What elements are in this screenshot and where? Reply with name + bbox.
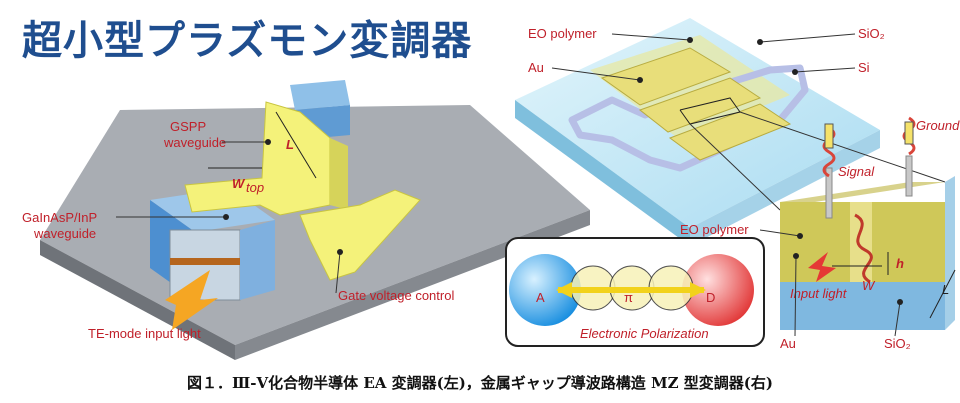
width-label: W: [232, 176, 246, 191]
sio2-bottom-dot: [897, 299, 903, 305]
gspp-label-1: GSPP: [170, 119, 206, 134]
eo-polymer-side-label: EO polymer: [680, 222, 749, 237]
si-leader: [794, 67, 856, 73]
au-bottom-dot: [793, 253, 799, 259]
gate-dot: [337, 249, 343, 255]
ground-arrow: [904, 121, 914, 145]
sio2-leader: [759, 33, 856, 43]
acceptor-label: A: [536, 290, 545, 305]
si-dot: [792, 69, 798, 75]
cross-sio2: [780, 282, 945, 330]
donor-label: D: [706, 290, 715, 305]
sio2-bottom-leader: [894, 301, 901, 337]
acceptor-sphere: [509, 254, 581, 326]
signal-label: Signal: [838, 164, 875, 179]
figure-caption: 図１．Ⅲ-Ⅴ化合物半導体 EA 変調器(左)，金属ギャップ導波路構造 MZ 型変…: [186, 374, 774, 392]
l-label: L: [942, 282, 949, 297]
gate-electrode: [299, 189, 421, 281]
au-top-label: Au: [528, 60, 544, 75]
polarization-arrowhead-right: [690, 282, 706, 298]
gspp-side: [330, 138, 348, 210]
gate-label: Gate voltage control: [338, 288, 454, 303]
pi-label: π: [624, 290, 633, 305]
input-light-arrow: [165, 270, 218, 330]
au-electrode-1: [600, 47, 732, 106]
au-bottom-leader: [794, 255, 797, 337]
substrate-front: [40, 240, 235, 360]
polarization-arrowhead-left: [556, 282, 572, 298]
eo-polymer-side-dot: [797, 233, 803, 239]
cross-top: [780, 182, 945, 202]
signal-arrow: [824, 123, 834, 149]
w-label: W: [862, 278, 876, 293]
gspp-dot: [265, 139, 271, 145]
sio2-bottom-label: SiO₂: [884, 336, 911, 351]
eo-polymer-dot: [687, 37, 693, 43]
mz-modulator-diagram: EO polymer SiO₂ Au Si Ground Signal EO p…: [505, 18, 960, 351]
far-waveguide-block: [290, 80, 350, 110]
length-dimension: [275, 111, 317, 179]
polarization-label: Electronic Polarization: [580, 326, 709, 341]
page-title: 超小型プラズモン変調器: [22, 18, 473, 64]
sio2-top-label: SiO₂: [858, 26, 885, 41]
l-dimension: [929, 269, 956, 319]
input-light-label: TE-mode input light: [88, 326, 201, 341]
sio2-slab-front: [515, 100, 690, 246]
si-label: Si: [858, 60, 870, 75]
gspp-label-2: waveguide: [163, 135, 226, 150]
cross-gap: [850, 202, 872, 282]
input-light-label-right: Input light: [790, 286, 848, 301]
sio2-dot: [757, 39, 763, 45]
cross-side: [945, 176, 955, 330]
gainasp-label-2: waveguide: [33, 226, 96, 241]
optical-mode-wave: [854, 213, 873, 284]
eo-polymer-top-label: EO polymer: [528, 26, 597, 41]
au-dot: [637, 77, 643, 83]
length-label: L: [286, 137, 294, 152]
gate-leader: [335, 251, 341, 294]
donor-sphere: [682, 254, 754, 326]
ground-probe: [905, 155, 913, 197]
inp-waveguide-side: [240, 220, 275, 300]
au-electrode-3: [668, 103, 792, 161]
substrate-side: [235, 210, 590, 360]
eo-polymer-side-leader: [759, 229, 801, 237]
gainasp-dot: [223, 214, 229, 220]
h-label: h: [896, 256, 904, 271]
inp-core-stripe: [170, 258, 240, 265]
ground-label: Ground: [916, 118, 960, 133]
zoom-line-1: [689, 123, 781, 211]
au-bottom-label: Au: [780, 336, 796, 351]
au-leader: [551, 67, 641, 81]
gainasp-label-1: GaInAsP/InP: [22, 210, 97, 225]
signal-probe: [825, 167, 833, 219]
width-sub-label: top: [246, 180, 264, 195]
input-light-red-arrow: [808, 252, 836, 282]
ground-wave: [902, 116, 916, 156]
eo-polymer-leader: [611, 33, 691, 41]
ea-modulator-diagram: GSPP waveguide L W top GaInAsP/InP waveg…: [22, 80, 590, 360]
